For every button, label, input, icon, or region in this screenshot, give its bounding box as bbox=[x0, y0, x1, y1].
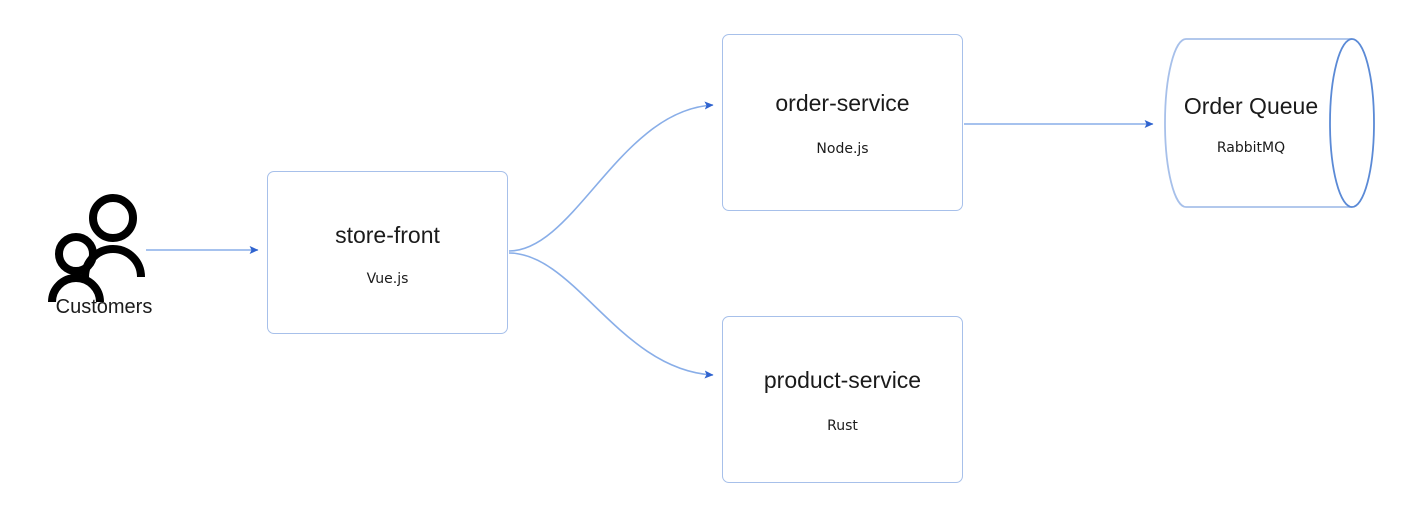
node-order-queue-title: Order Queue bbox=[1183, 93, 1319, 120]
node-order-service[interactable]: order-service Node.js bbox=[722, 34, 963, 211]
node-order-queue-subtitle: RabbitMQ bbox=[1216, 140, 1286, 157]
node-product-service-title: product-service bbox=[763, 367, 922, 394]
node-order-service-title: order-service bbox=[775, 90, 910, 117]
edge-store-front-to-product-service bbox=[508, 252, 714, 379]
edge-store-front-to-order-service bbox=[508, 101, 714, 252]
actor-customers[interactable]: Customers bbox=[40, 192, 168, 327]
cylinder-shape-icon bbox=[1164, 38, 1375, 208]
node-store-front[interactable]: store-front Vue.js bbox=[267, 171, 508, 334]
node-order-queue[interactable]: Order Queue RabbitMQ bbox=[1162, 36, 1376, 211]
node-order-service-subtitle: Node.js bbox=[816, 141, 869, 158]
node-product-service-subtitle: Rust bbox=[827, 418, 858, 435]
node-product-service[interactable]: product-service Rust bbox=[722, 316, 963, 483]
actor-customers-label: Customers bbox=[55, 296, 153, 318]
two-users-icon bbox=[48, 194, 145, 302]
node-store-front-title: store-front bbox=[335, 222, 440, 249]
node-store-front-subtitle: Vue.js bbox=[366, 271, 409, 288]
